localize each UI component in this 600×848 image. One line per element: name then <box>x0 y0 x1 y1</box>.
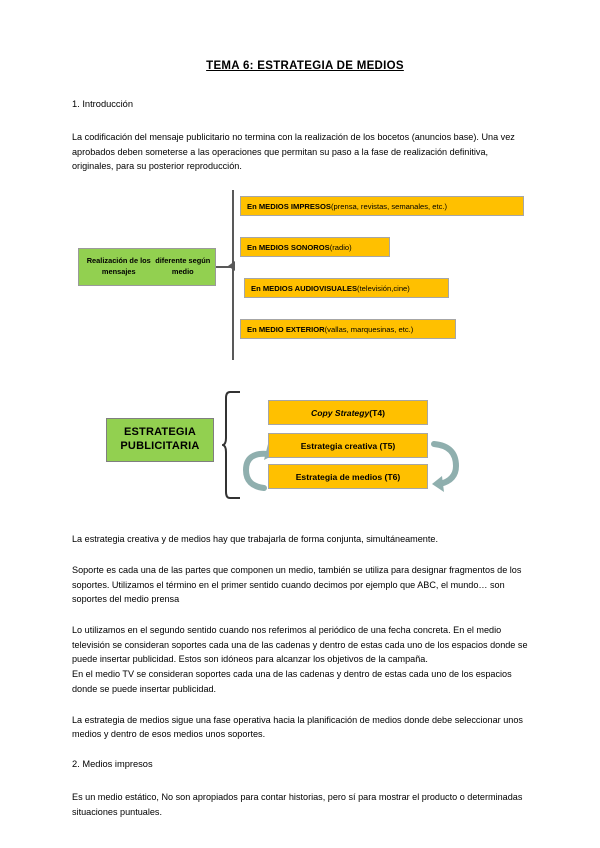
diagram2-item-estrategia-medios-label: Estrategia de medios (T6) <box>295 471 401 482</box>
diagram1-item-sonoros: En MEDIOS SONOROS (radio) <box>240 237 390 258</box>
diagram1-item-audiovisuales-rest: (televisión,cine) <box>357 283 410 293</box>
paragraph-segundo-sentido: Lo utilizamos en el segundo sentido cuan… <box>72 624 528 665</box>
diagram2-item-estrategia-creativa-label: Estrategia creativa (T5) <box>300 440 396 451</box>
diagram1-item-impresos-rest: (prensa, revistas, semanales, etc.) <box>330 201 448 211</box>
diagram1-item-exterior: En MEDIO EXTERIOR (vallas, marquesinas, … <box>240 319 456 340</box>
diagram2-source-line1: ESTRATEGIA <box>123 426 197 439</box>
diagram-media-types: Realización de los mensajes diferente se… <box>72 190 528 361</box>
diagram2-item-estrategia-creativa: Estrategia creativa (T5) <box>268 433 428 459</box>
diagram2-right-rotation-arrow-icon <box>431 441 460 493</box>
paragraph-soporte: Soporte es cada una de las partes que co… <box>72 564 522 605</box>
diagram1-source-box: Realización de los mensajes diferente se… <box>78 248 216 287</box>
paragraph-fase-operativa: La estrategia de medios sigue una fase o… <box>72 714 523 740</box>
section-heading-2: 2. Medios impresos <box>72 759 153 769</box>
document-content: TEMA 6: ESTRATEGIA DE MEDIOS 1. Introduc… <box>72 60 528 835</box>
diagram-estrategia-publicitaria: ESTRATEGIA PUBLICITARIA Copy Strategy (T… <box>72 388 528 506</box>
diagram2-source-box: ESTRATEGIA PUBLICITARIA <box>106 418 214 463</box>
paragraph-medio-estatico: Es un medio estático, No son apropiados … <box>72 791 523 817</box>
diagram1-item-sonoros-strong: En MEDIOS SONOROS <box>247 242 330 252</box>
diagram2-item-copy-strategy-italic: Copy Strategy <box>310 407 370 418</box>
diagram1-vertical-connector <box>232 190 234 361</box>
paragraph-medio-tv: En el medio TV se consideran soportes ca… <box>72 669 512 694</box>
diagram2-item-copy-strategy: Copy Strategy (T4) <box>268 400 428 426</box>
diagram1-connector-stub <box>216 266 233 269</box>
diagram1-item-exterior-rest: (vallas, marquesinas, etc.) <box>324 324 414 334</box>
diagram2-curly-brace <box>222 391 240 500</box>
intro-paragraph: La codificación del mensaje publicitario… <box>72 131 515 172</box>
paragraph-estrategia: La estrategia creativa y de medios hay q… <box>72 534 438 545</box>
section-heading-1: 1. Introducción <box>72 99 133 109</box>
diagram1-item-impresos: En MEDIOS IMPRESOS (prensa, revistas, se… <box>240 196 524 217</box>
diagram1-item-exterior-strong: En MEDIO EXTERIOR <box>247 324 325 334</box>
diagram1-source-line1: Realización de los mensajes <box>86 256 151 277</box>
diagram2-item-estrategia-medios: Estrategia de medios (T6) <box>268 464 428 490</box>
diagram1-item-audiovisuales-strong: En MEDIOS AUDIOVISUALES <box>251 283 358 293</box>
diagram2-item-copy-strategy-rest: (T4) <box>369 407 386 418</box>
diagram1-item-impresos-strong: En MEDIOS IMPRESOS <box>247 201 331 211</box>
diagram1-arrowhead-icon <box>228 261 235 272</box>
page-title: TEMA 6: ESTRATEGIA DE MEDIOS <box>206 60 404 72</box>
diagram2-source-line2: PUBLICITARIA <box>120 440 200 453</box>
diagram1-item-sonoros-rest: (radio) <box>329 242 352 252</box>
diagram1-source-line2: diferente según medio <box>155 256 211 277</box>
diagram1-item-audiovisuales: En MEDIOS AUDIOVISUALES (televisión,cine… <box>244 278 449 299</box>
